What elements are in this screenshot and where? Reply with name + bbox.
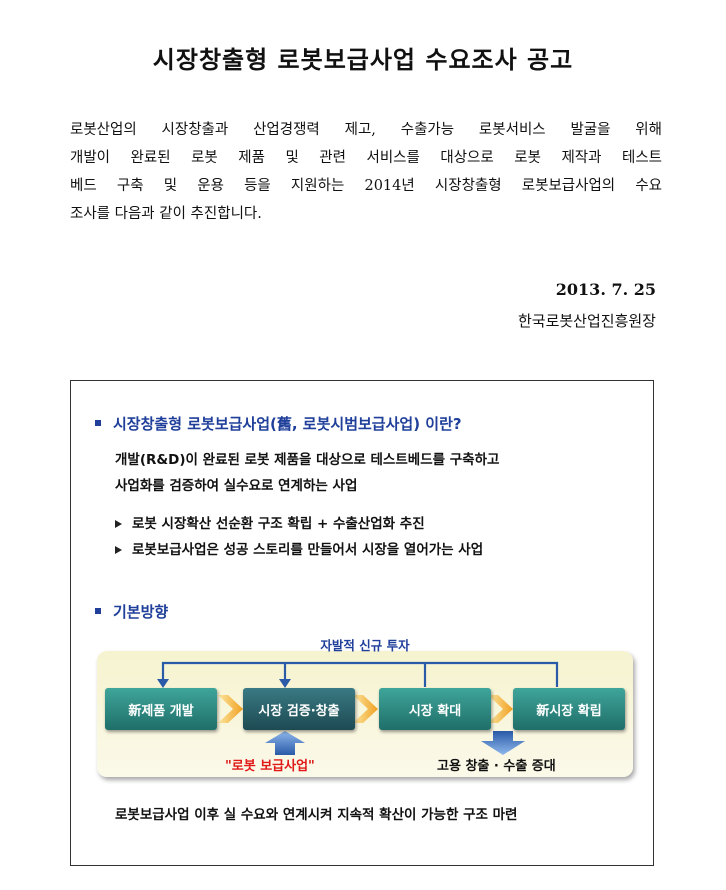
point-text: 로봇보급사업은 성공 스토리를 만들어서 시장을 열어가는 사업: [132, 542, 484, 558]
section-heading: 시장창출형 로봇보급사업(舊, 로봇시범보급사업) 이란?: [95, 413, 462, 434]
square-bullet-icon: [95, 607, 101, 614]
down-arrowhead-icon: [157, 679, 169, 688]
intro-paragraph: 로봇산업의 시장창출과 산업경쟁력 제고, 수출가능 로봇서비스 발굴을 위해 …: [70, 116, 662, 228]
point-item: 로봇보급사업은 성공 스토리를 만들어서 시장을 열어가는 사업: [115, 538, 483, 558]
diagram-connectors: [157, 661, 559, 755]
feedback-line: [161, 661, 559, 687]
process-diagram: 자발적 신규 투자 新제품 개발 시장 검증·창출 시장 확대 新시장 확립 "…: [97, 638, 633, 781]
robot-deployment-label: "로봇 보급사업": [225, 759, 315, 774]
announcement-date: 2013. 7. 25: [555, 280, 656, 299]
pointer-arrow-icon: [115, 546, 122, 554]
section-heading: 기본방향: [95, 601, 168, 622]
diagram-top-label: 자발적 신규 투자: [320, 638, 410, 653]
description-line: 사업화를 검증하여 실수요로 연계하는 사업: [115, 478, 358, 494]
point-item: 로봇 시장확산 선순환 구조 확립 + 수출산업화 추진: [115, 512, 425, 532]
employment-export-label: 고용 창출 · 수출 증대: [437, 759, 556, 774]
section-heading-text: 기본방향: [113, 603, 169, 621]
point-text: 로봇 시장확산 선순환 구조 확립 + 수출산업화 추진: [132, 516, 425, 532]
issuing-organization: 한국로봇산업진흥원장: [517, 312, 656, 330]
section-description: 개발(R&D)이 완료된 로봇 제품을 대상으로 테스트베드를 구축하고 사업화…: [115, 447, 635, 499]
intro-line: 조사를 다음과 같이 추진합니다.: [70, 206, 262, 222]
step-market-expansion: 시장 확대: [379, 688, 491, 730]
intro-line: 로봇산업의 시장창출과 산업경쟁력 제고, 수출가능 로봇서비스 발굴을 위해: [70, 122, 662, 138]
up-arrow-icon: [265, 731, 305, 755]
intro-line: 베드 구축 및 운용 등을 지원하는 2014년 시장창출형 로봇보급사업의 수…: [70, 178, 662, 194]
down-arrow-icon: [481, 731, 525, 755]
right-arrow-icon: [488, 695, 513, 723]
description-line: 개발(R&D)이 완료된 로봇 제품을 대상으로 테스트베드를 구축하고: [115, 452, 500, 468]
down-arrowhead-icon: [279, 679, 291, 688]
square-bullet-icon: [95, 419, 101, 426]
page-title: 시장창출형 로봇보급사업 수요조사 공고: [152, 46, 574, 74]
summary-box: 시장창출형 로봇보급사업(舊, 로봇시범보급사업) 이란? 개발(R&D)이 완…: [70, 380, 654, 866]
step-new-market: 新시장 확립: [513, 688, 625, 730]
section-heading-text: 시장창출형 로봇보급사업(舊, 로봇시범보급사업) 이란?: [113, 415, 462, 433]
intro-line: 개발이 완료된 로봇 제품 및 관련 서비스를 대상으로 로봇 제작과 테스트: [70, 150, 662, 166]
right-arrow-icon: [353, 695, 378, 723]
pointer-arrow-icon: [115, 520, 122, 528]
right-arrow-icon: [218, 695, 243, 723]
step-new-product: 新제품 개발: [105, 688, 217, 730]
diagram-caption: 로봇보급사업 이후 실 수요와 연계시켜 지속적 확산이 가능한 구조 마련: [115, 807, 518, 823]
step-market-validation: 시장 검증·창출: [243, 688, 355, 730]
